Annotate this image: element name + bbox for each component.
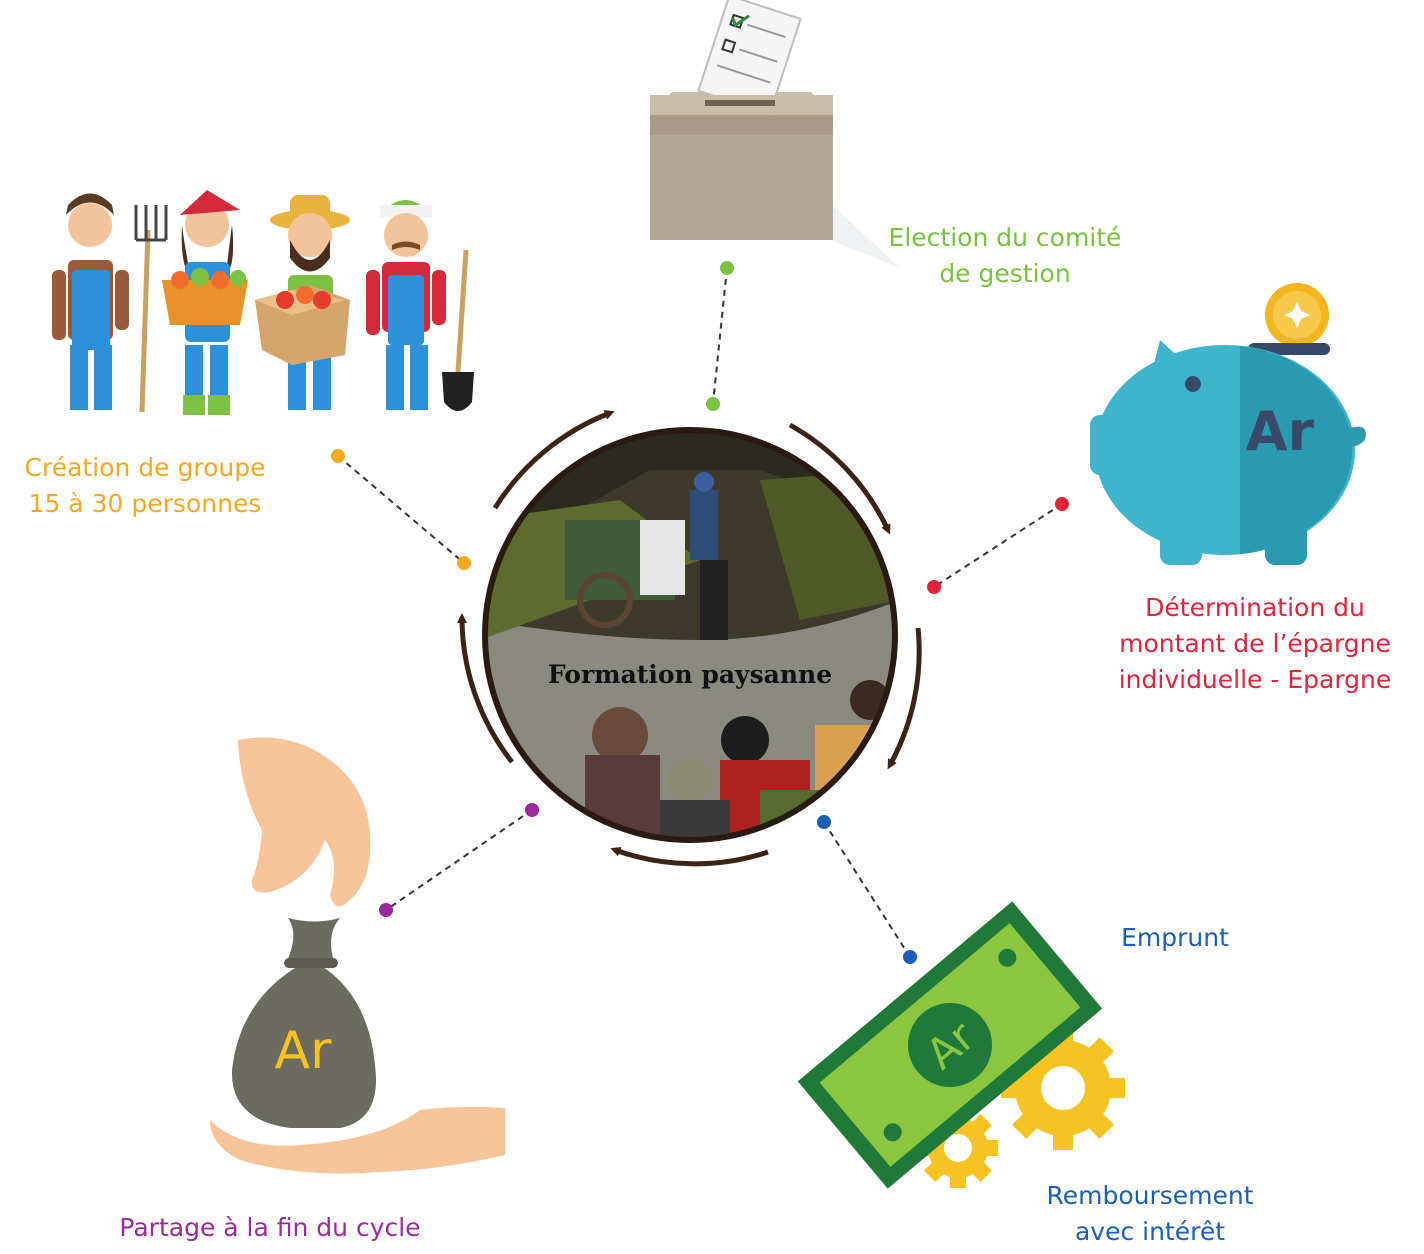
label-remboursement-line1: Remboursement (1046, 1181, 1254, 1210)
label-creation-line1: Création de groupe (24, 453, 266, 482)
cycle-arrows (457, 410, 922, 867)
dot-epargne-inner (927, 580, 941, 594)
farmers-group-icon (52, 190, 474, 415)
label-remboursement: Remboursement avec intérêt (1010, 1178, 1290, 1250)
label-epargne-line3: individuelle - Epargne (1118, 665, 1392, 694)
photo-frame (482, 427, 898, 843)
cycle-arrow-bottom (610, 846, 769, 867)
dot-partage-outer (379, 903, 393, 917)
label-epargne-line2: montant de l’épargne (1119, 629, 1391, 658)
label-remboursement-line2: avec intérêt (1074, 1217, 1226, 1246)
connector-epargne (933, 503, 1063, 588)
connector-election (712, 267, 728, 405)
cycle-arrow-right (887, 627, 922, 770)
connector-emprunt (823, 821, 911, 958)
piggy-currency: Ar (1246, 400, 1315, 463)
label-election-line2: de gestion (939, 259, 1071, 288)
connector-dots (331, 261, 1069, 964)
dot-partage-inner (525, 803, 539, 817)
label-creation-line2: 15 à 30 personnes (28, 489, 262, 518)
connectors (337, 267, 1063, 958)
label-epargne-line1: Détermination du (1145, 593, 1365, 622)
dot-epargne-outer (1055, 497, 1069, 511)
bag-currency: Ar (275, 1021, 333, 1081)
connector-partage (385, 809, 533, 911)
label-emprunt: Emprunt (1090, 920, 1260, 956)
label-election: Election du comité de gestion (860, 220, 1150, 292)
label-election-line1: Election du comité (888, 223, 1122, 252)
label-creation: Création de groupe 15 à 30 personnes (0, 450, 290, 522)
label-emprunt-line1: Emprunt (1121, 923, 1229, 952)
ballot-box-icon (650, 0, 900, 268)
piggy-bank-icon: Ar (1090, 283, 1366, 565)
dot-election-outer (720, 261, 734, 275)
dot-creation-outer (331, 449, 345, 463)
label-partage: Partage à la fin du cycle (80, 1210, 460, 1246)
cycle-arrow-top-right (788, 422, 891, 535)
label-partage-line1: Partage à la fin du cycle (119, 1213, 421, 1242)
money-bag-hand-icon: Ar (210, 737, 505, 1174)
dot-emprunt-inner (817, 815, 831, 829)
center-title: Formation paysanne (547, 660, 833, 689)
cycle-arrow-top-left (492, 410, 615, 510)
banknote-gears-icon: Ar (797, 901, 1125, 1189)
connector-creation (337, 455, 465, 564)
label-epargne: Détermination du montant de l’épargne in… (1095, 590, 1415, 698)
dot-creation-inner (457, 556, 471, 570)
center-photo (485, 430, 895, 840)
cycle-arrow-left (457, 613, 514, 764)
dot-emprunt-outer (903, 950, 917, 964)
dot-election-inner (706, 397, 720, 411)
